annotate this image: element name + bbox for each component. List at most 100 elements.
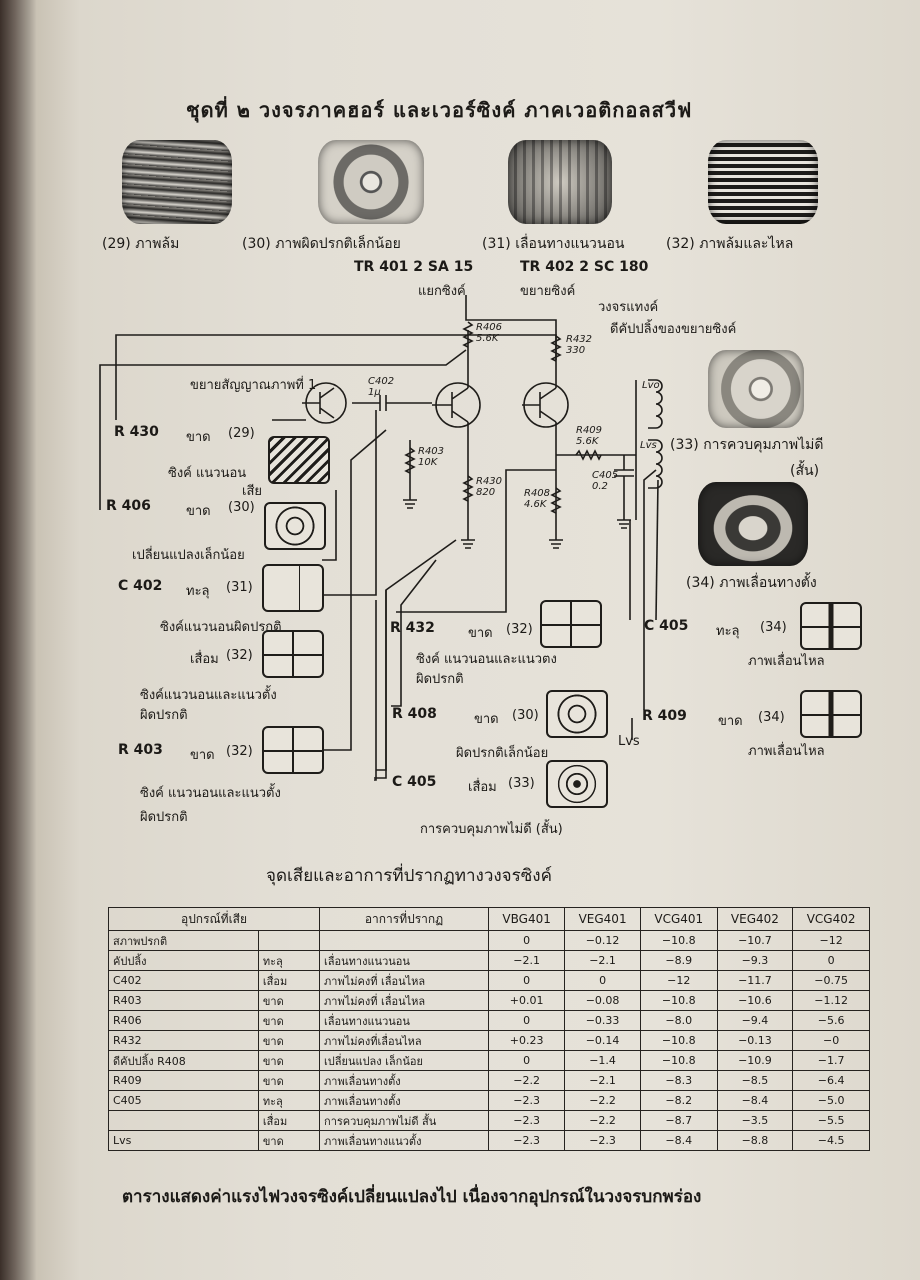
device-group: R406 <box>108 1010 259 1031</box>
fault-r430-ref: (29) <box>228 426 255 441</box>
voltage-cell: −10.8 <box>639 1050 718 1071</box>
voltage-cell: −5.0 <box>792 1090 870 1111</box>
caption-30: (30) ภาพผิดปรกติเล็กน้อย <box>242 236 401 252</box>
screen-icon-32a <box>262 630 324 678</box>
voltage-cell: −12 <box>792 930 870 951</box>
voltage-cell: −2.3 <box>564 1130 641 1151</box>
header-vcg401: VCG401 <box>639 907 718 931</box>
voltage-cell: −8.9 <box>639 950 718 971</box>
symptom-cell: ภาพไม่คงที่ เลื่อนไหล <box>319 990 490 1011</box>
fault-r403-ref: (32) <box>226 744 253 759</box>
symptom-cell: ภาพเลื่อนทางตั้ง <box>319 1090 490 1111</box>
symptom-cell: ภาพเลื่อนทางแนวตั้ง <box>319 1130 490 1151</box>
device-state: ขาด <box>257 990 321 1011</box>
c402-note: ซิงค์แนวนอนผิดปรกติ <box>160 620 282 635</box>
caption-29: (29) ภาพล้ม <box>102 236 180 252</box>
fault-c405-right-ref: (34) <box>760 620 787 635</box>
device-group: Lvs <box>108 1130 259 1151</box>
voltage-cell: −2.3 <box>488 1090 566 1111</box>
small-change-note: เปลี่ยนแปลงเล็กน้อย <box>132 548 245 563</box>
fault-r430: R 430 <box>114 424 159 440</box>
caption-33: (33) การควบคุมภาพไม่ดี <box>670 437 824 453</box>
table-row: สภาพปรกติ0−0.12−10.8−10.7−12 <box>108 930 870 951</box>
screen-icon-34a <box>800 602 862 650</box>
voltage-cell: −8.0 <box>639 1010 718 1031</box>
screen-icon-32b <box>262 726 324 774</box>
sync-h-note: ซิงค์ แนวนอน <box>168 466 247 481</box>
fault-r408-type: ขาด <box>474 712 499 727</box>
fault-c405-right-type: ทะลุ <box>716 624 740 639</box>
voltage-cell: −0.13 <box>716 1030 794 1051</box>
page-title: ชุดที่ ๒ วงจรภาคฮอร์ และเวอร์ซิงค์ ภาคเว… <box>186 98 693 122</box>
device-group: R432 <box>108 1030 259 1051</box>
c402-leak: เสื่อม <box>190 652 219 667</box>
voltage-cell: −0.33 <box>564 1010 641 1031</box>
voltage-cell: 0 <box>488 1050 566 1071</box>
footer-caption: ตารางแสดงค่าแรงไฟวงจรซิงค์เปลี่ยนแปลงไป … <box>122 1187 702 1207</box>
fault-r432-type: ขาด <box>468 626 493 641</box>
screen-icon-30a <box>264 502 326 550</box>
voltage-cell: −10.8 <box>639 930 718 951</box>
voltage-cell: −2.2 <box>488 1070 566 1091</box>
device-state: ขาด <box>257 1010 321 1031</box>
fault-r408: R 408 <box>392 706 437 722</box>
voltage-cell: −2.3 <box>488 1110 566 1131</box>
voltage-cell: −1.7 <box>792 1050 870 1071</box>
voltage-cell: −8.4 <box>716 1090 794 1111</box>
voltage-cell: −8.2 <box>639 1090 718 1111</box>
device-group: สภาพปรกติ <box>108 930 259 951</box>
tv-screen-34 <box>698 482 808 566</box>
r408-note: ผิดปรกติเล็กน้อย <box>456 746 549 761</box>
voltage-cell: −1.4 <box>564 1050 641 1071</box>
caption-34: (34) ภาพเลื่อนทางตั้ง <box>686 575 817 591</box>
voltage-cell: −0 <box>792 1030 870 1051</box>
fault-c402-ref: (31) <box>226 580 253 595</box>
book-binding <box>0 0 36 1280</box>
c402-leak-note: ซิงค์แนวนอนและแนวตั้ง <box>140 688 277 703</box>
device-group: R409 <box>108 1070 259 1091</box>
fault-r403-type: ขาด <box>190 748 215 763</box>
device-state: ขาด <box>257 1130 321 1151</box>
voltage-cell: −2.1 <box>564 950 641 971</box>
c405-right-note: ภาพเลื่อนไหล <box>748 654 825 669</box>
lvs-label: Lvs <box>640 440 657 451</box>
device-group <box>108 1110 259 1131</box>
voltage-cell: 0 <box>488 1010 566 1031</box>
voltage-cell: −8.8 <box>716 1130 794 1151</box>
fault-c405-mid-ref: (33) <box>508 776 535 791</box>
screen-icon-32c <box>540 600 602 648</box>
device-group: ดีคัปปลิ้ง R408 <box>108 1050 259 1071</box>
fault-c402-type: ทะลุ <box>186 584 210 599</box>
voltage-cell: −3.5 <box>716 1110 794 1131</box>
symptom-cell: เลื่อนทางแนวนอน <box>319 1010 490 1031</box>
r432-note-2: ผิดปรกติ <box>416 672 464 687</box>
table-title: จุดเสียและอาการที่ปรากฏทางวงจรซิงค์ <box>266 866 552 886</box>
voltage-cell: −2.3 <box>488 1130 566 1151</box>
tv-screen-33 <box>708 350 804 428</box>
voltage-cell: +0.23 <box>488 1030 566 1051</box>
device-state <box>257 930 321 951</box>
voltage-cell: −0.14 <box>564 1030 641 1051</box>
voltage-cell: −8.5 <box>716 1070 794 1091</box>
fault-r409-type: ขาด <box>718 714 743 729</box>
voltage-cell: +0.01 <box>488 990 566 1011</box>
symptom-cell: เปลี่ยนแปลง เล็กน้อย <box>319 1050 490 1071</box>
voltage-cell: −2.1 <box>488 950 566 971</box>
device-group: คัปปลิ้ง <box>108 950 259 971</box>
voltage-cell: −6.4 <box>792 1070 870 1091</box>
device-group: C402 <box>108 970 259 991</box>
lvs-note: Lvs <box>618 734 640 749</box>
r432-note: ซิงค์ แนวนอนและแนวตง <box>416 652 557 667</box>
table-row: เสื่อมการควบคุมภาพไม่ดี สั้น−2.3−2.2−8.7… <box>108 1110 870 1131</box>
voltage-cell: −4.5 <box>792 1130 870 1151</box>
feedback-note-1: วงจรแทงค์ <box>598 300 659 315</box>
voltage-cell: −10.8 <box>639 1030 718 1051</box>
voltage-cell: −8.7 <box>639 1110 718 1131</box>
fault-r409: R 409 <box>642 708 687 724</box>
